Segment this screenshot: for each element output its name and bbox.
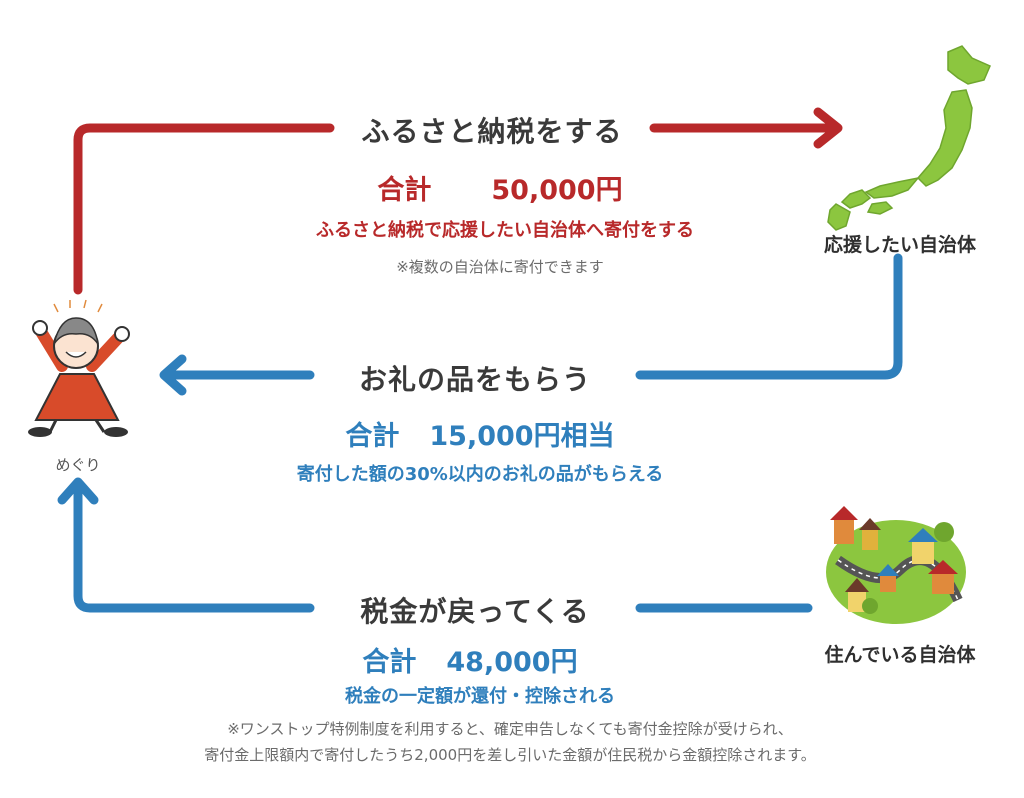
person-label: めぐり	[55, 456, 101, 474]
step1-note: ※複数の自治体に寄付できます	[396, 258, 604, 276]
step3-title: 税金が戻ってくる	[360, 595, 590, 628]
person-illustration	[28, 299, 130, 437]
support-municipality-label: 応援したい自治体	[823, 234, 976, 256]
refund-flow-line	[73, 485, 315, 613]
step3-total-value: 48,000円	[446, 647, 578, 678]
step3-desc: 税金の一定額が還付・控除される	[345, 686, 615, 707]
gift-arrowhead	[159, 354, 187, 396]
japan-map-icon	[827, 45, 991, 231]
step2-desc: 寄付した額の30%以内のお礼の品がもらえる	[296, 464, 664, 485]
step3-total: 合計 48,000円	[270, 640, 670, 679]
step2-total-label: 合計	[345, 421, 400, 452]
footnote-line2: 寄付金上限額内で寄付したうち2,000円を差し引いた金額が住民税から金額控除され…	[204, 746, 816, 764]
step3-total-label: 合計	[362, 647, 417, 678]
donate-arrowhead	[813, 107, 843, 149]
step1-total-value: 50,000円	[491, 175, 623, 206]
home-municipality-label: 住んでいる自治体	[824, 644, 976, 666]
step1-total-label: 合計	[377, 175, 432, 206]
step2-title: お礼の品をもらう	[358, 363, 591, 396]
step2-total: 合計 15,000円相当	[280, 414, 680, 453]
footnote-line1: ※ワンストップ特例制度を利用すると、確定申告しなくても寄付金控除が受けられ、	[227, 720, 793, 738]
donate-flow-line	[73, 123, 335, 295]
step1-desc: ふるさと納税で応援したい自治体へ寄付をする	[316, 220, 694, 241]
step1-title: ふるさと納税をする	[361, 115, 623, 148]
step2-total-value: 15,000円相当	[429, 421, 615, 452]
town-icon	[826, 506, 966, 624]
refund-arrowhead	[57, 477, 99, 505]
gift-flow-line	[635, 253, 903, 380]
step1-total: 合計 50,000円	[300, 168, 700, 207]
